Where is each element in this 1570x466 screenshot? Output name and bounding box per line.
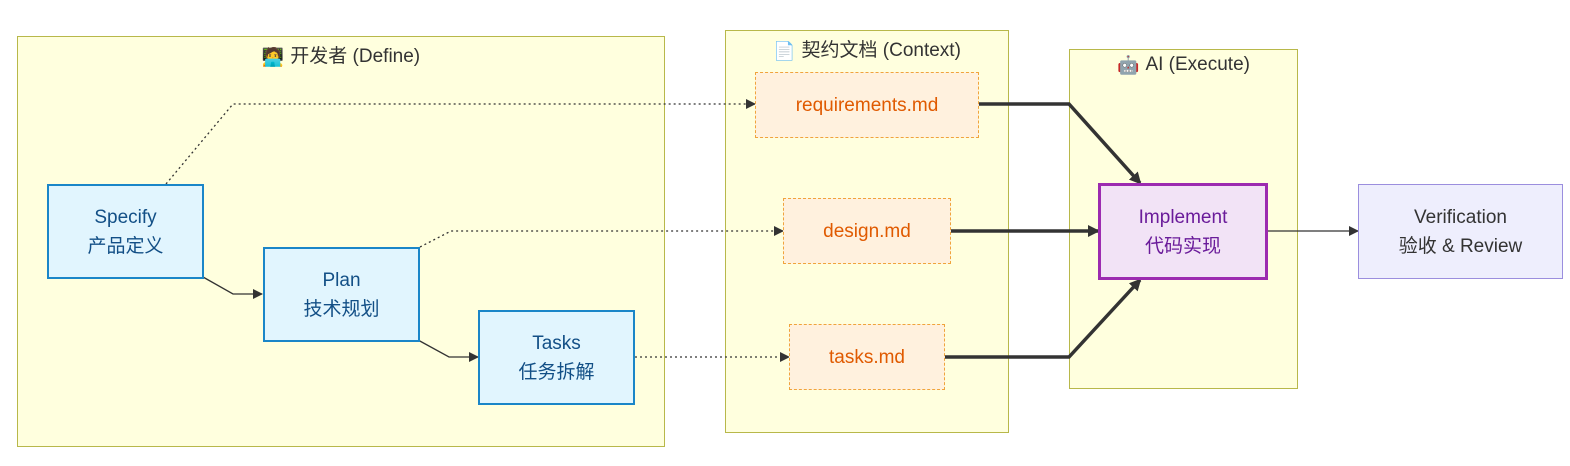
design-doc-node[interactable]: design.md — [783, 198, 951, 264]
ai-group-label: AI (Execute) — [1145, 54, 1250, 75]
verification-node-subtitle: 验收 & Review — [1398, 235, 1523, 257]
plan-node-title: Plan — [322, 269, 361, 291]
verification-node[interactable]: Verification 验收 & Review — [1358, 184, 1563, 279]
context-group-label: 契约文档 (Context) — [801, 40, 961, 61]
design-doc-label: design.md — [823, 220, 911, 242]
specify-node[interactable]: Specify 产品定义 — [47, 184, 204, 279]
implement-node-title: Implement — [1138, 206, 1228, 228]
developer-icon: 🧑‍💻 — [261, 47, 285, 68]
tasks-doc-label: tasks.md — [828, 346, 906, 368]
verification-node-title: Verification — [1414, 206, 1507, 228]
specify-node-title: Specify — [94, 206, 157, 228]
tasks-node-title: Tasks — [532, 332, 581, 354]
context-group-title: 📄契约文档 (Context) — [726, 35, 1008, 62]
document-icon: 📄 — [773, 41, 796, 62]
robot-icon: 🤖 — [1117, 55, 1140, 76]
implement-node[interactable]: Implement 代码实现 — [1098, 183, 1268, 280]
tasks-node-subtitle: 任务拆解 — [518, 361, 595, 383]
implement-node-subtitle: 代码实现 — [1144, 235, 1221, 257]
tasks-node[interactable]: Tasks 任务拆解 — [478, 310, 635, 405]
ai-group-title: 🤖AI (Execute) — [1070, 54, 1297, 76]
plan-node[interactable]: Plan 技术规划 — [263, 247, 420, 342]
requirements-doc-label: requirements.md — [795, 94, 939, 116]
requirements-doc-node[interactable]: requirements.md — [755, 72, 979, 138]
specify-node-subtitle: 产品定义 — [87, 235, 164, 257]
developer-group-label: 开发者 (Define) — [290, 46, 421, 67]
tasks-doc-node[interactable]: tasks.md — [789, 324, 945, 390]
plan-node-subtitle: 技术规划 — [303, 298, 380, 320]
developer-group-title: 🧑‍💻开发者 (Define) — [18, 41, 664, 68]
